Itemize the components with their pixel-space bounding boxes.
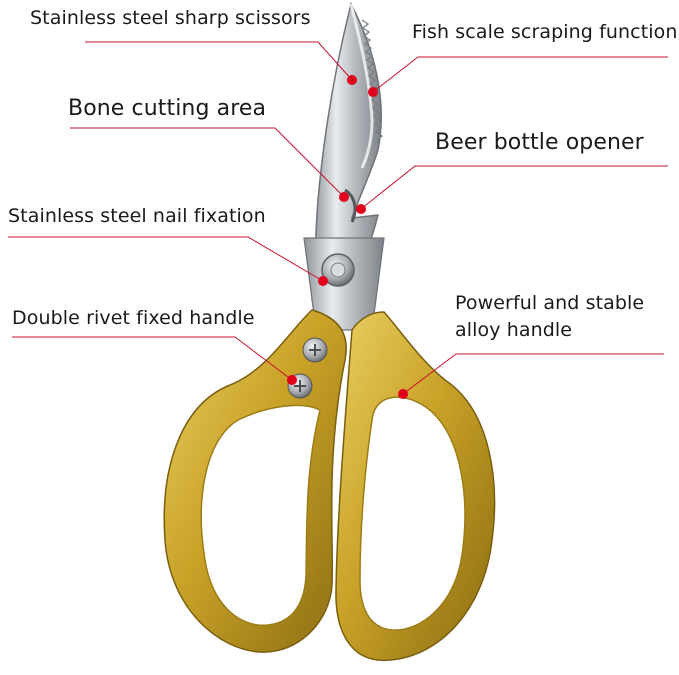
- marker-dot-fish-scale: [368, 87, 378, 97]
- leader-line-bottle-opener: [360, 165, 668, 210]
- label-sharp-scissors: Stainless steel sharp scissors: [30, 7, 311, 29]
- scissors-blade: [303, 1, 385, 331]
- leader-line-sharp-scissors: [85, 41, 353, 81]
- label-bone-cutting: Bone cutting area: [68, 96, 267, 121]
- leader-line-double-rivet: [12, 336, 293, 381]
- leader-line-nail-fixation: [8, 236, 324, 282]
- marker-dot-bottle-opener: [356, 204, 366, 214]
- right-handle: [335, 311, 496, 661]
- marker-dot-alloy-handle: [398, 389, 408, 399]
- label-fish-scale: Fish scale scraping function: [412, 21, 678, 43]
- leader-line-bone-cutting: [70, 127, 345, 198]
- marker-dot-bone-cutting: [339, 192, 349, 202]
- marker-dot-nail-fixation: [318, 276, 328, 286]
- marker-dot-sharp-scissors: [347, 75, 357, 85]
- marker-dot-double-rivet: [287, 375, 297, 385]
- label-nail-fixation: Stainless steel nail fixation: [8, 205, 266, 227]
- label-double-rivet: Double rivet fixed handle: [12, 307, 255, 329]
- label-alloy-handle: Powerful and stable alloy handle: [455, 292, 645, 341]
- left-handle: [163, 309, 347, 653]
- leader-line-alloy-handle: [402, 353, 664, 395]
- leader-line-fish-scale: [372, 56, 668, 93]
- label-bottle-opener: Beer bottle opener: [435, 130, 644, 155]
